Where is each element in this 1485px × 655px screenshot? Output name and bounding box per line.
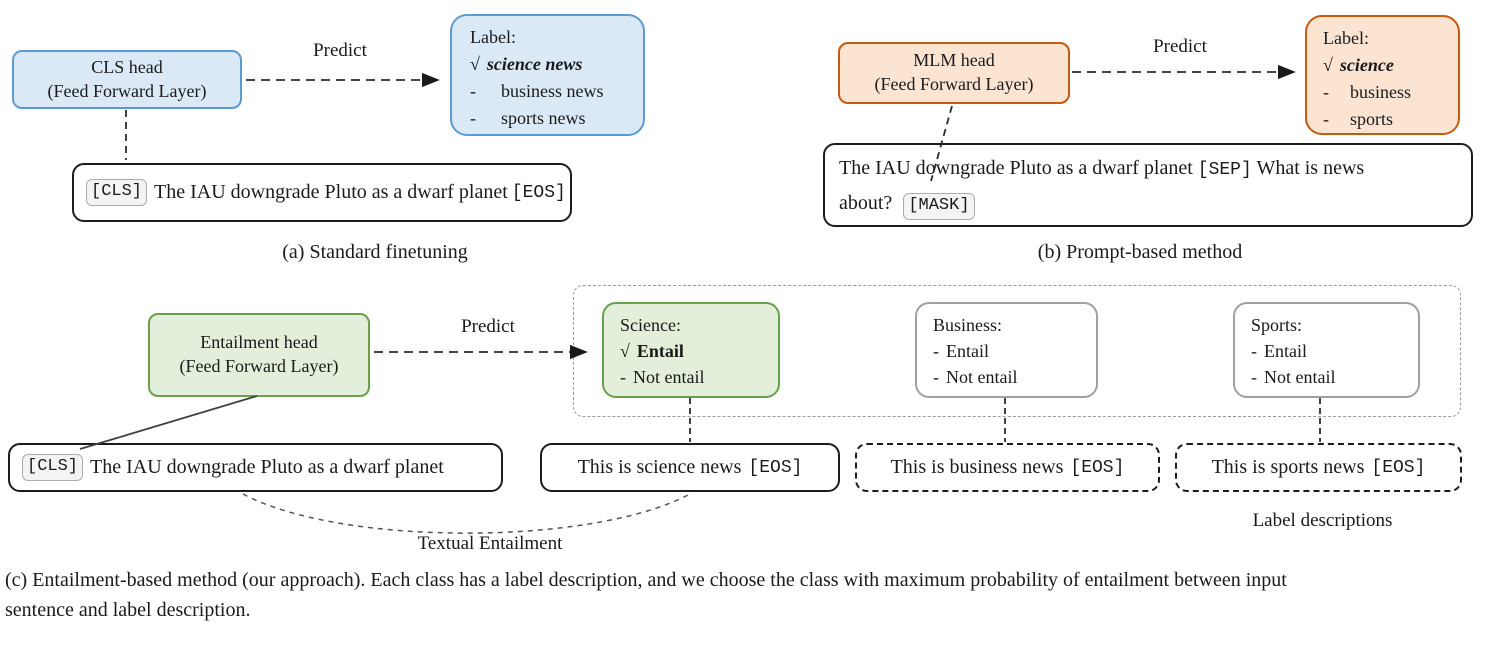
c-science-check-mark: √ — [620, 341, 630, 361]
c-textual-entailment-label: Textual Entailment — [417, 533, 563, 554]
c-business-class-box: Business: -Entail -Not entail — [915, 302, 1098, 398]
c-figure-caption-line2: sentence and label description. — [5, 599, 251, 621]
a-check-mark: √ — [470, 54, 480, 74]
c-sports-description-box: This is sports news [EOS] — [1175, 443, 1462, 492]
c-science-description-text: This is science news — [577, 456, 742, 478]
b-option-1-text: business — [1350, 82, 1412, 102]
c-business-description-text: This is business news — [890, 456, 1064, 478]
c-entailment-head-subtitle: (Feed Forward Layer) — [179, 356, 339, 376]
c-business-title: Business: — [933, 315, 1003, 335]
c-sports-option-1-text: Entail — [1264, 341, 1307, 361]
a-cls-token-chip: [CLS] — [86, 179, 148, 206]
c-predict-label: Predict — [461, 316, 515, 337]
b-label-selected: √ science — [1323, 52, 1454, 79]
b-label-option-2: - sports — [1323, 106, 1454, 133]
c-entailment-head-title: Entailment head — [200, 332, 318, 353]
c-sports-option-2-bullet: - — [1251, 367, 1257, 387]
b-mask-token-chip: [MASK] — [903, 193, 975, 220]
c-science-option-1-bullet: - — [620, 367, 626, 387]
c-figure-caption: (c) Entailment-based method (our approac… — [5, 565, 1475, 625]
c-science-selected-text: Entail — [636, 341, 684, 361]
b-label-option-1: - business — [1323, 79, 1454, 106]
b-option-1-bullet: - — [1323, 82, 1329, 102]
c-entailment-head-box: Entailment head (Feed Forward Layer) — [148, 313, 370, 397]
c-head-cls-connector — [79, 395, 258, 450]
c-business-eos-token: [EOS] — [1070, 457, 1125, 478]
a-label-box: Label: √ science news - business news - spo… — [450, 14, 645, 136]
c-science-class-box: Science: √ Entail -Not entail — [602, 302, 780, 398]
b-input-box: The IAU downgrade Pluto as a dwarf plane… — [823, 143, 1473, 227]
c-science-description-box: This is science news [EOS] — [540, 443, 840, 492]
a-cls-head-title: CLS head — [91, 56, 163, 77]
b-mlm-head-title: MLM head — [913, 50, 995, 71]
c-sports-option-2-text: Not entail — [1264, 367, 1336, 387]
c-science-option-1-text: Not entail — [633, 367, 705, 387]
c-label-descriptions-label: Label descriptions — [1252, 510, 1393, 531]
c-business-description-box: This is business news [EOS] — [855, 443, 1160, 492]
b-caption: (b) Prompt-based method — [1037, 241, 1243, 263]
a-eos-token: [EOS] — [511, 182, 566, 203]
c-sports-class-box: Sports: -Entail -Not entail — [1233, 302, 1420, 398]
a-input-sentence: The IAU downgrade Pluto as a dwarf plane… — [154, 181, 508, 203]
a-option-1-text: business news — [501, 81, 604, 101]
c-sports-option-2: -Not entail — [1251, 364, 1414, 390]
b-mlm-head-box: MLM head (Feed Forward Layer) — [838, 42, 1070, 104]
b-option-2-bullet: - — [1323, 109, 1329, 129]
a-cls-head-subtitle: (Feed Forward Layer) — [47, 80, 207, 101]
a-selected-text: science news — [486, 54, 583, 74]
c-sports-option-1: -Entail — [1251, 338, 1414, 364]
b-option-2-text: sports — [1350, 109, 1394, 129]
a-cls-head-box: CLS head (Feed Forward Layer) — [12, 50, 242, 109]
c-cls-token-chip: [CLS] — [22, 454, 84, 481]
c-textual-entailment-arc — [242, 493, 689, 534]
b-mlm-head-subtitle: (Feed Forward Layer) — [874, 74, 1034, 94]
a-label-title: Label: — [470, 27, 516, 47]
c-business-option-2-text: Not entail — [946, 367, 1018, 387]
a-caption: (a) Standard finetuning — [282, 241, 468, 263]
c-sports-option-1-bullet: - — [1251, 341, 1257, 361]
b-predict-label: Predict — [1153, 36, 1207, 57]
c-business-option-1: -Entail — [933, 338, 1092, 364]
b-check-mark: √ — [1323, 55, 1333, 75]
a-label-option-2: - sports news — [470, 105, 639, 132]
c-science-option-1: -Not entail — [620, 364, 774, 390]
c-science-eos-token: [EOS] — [748, 457, 803, 478]
c-sports-eos-token: [EOS] — [1371, 457, 1426, 478]
c-business-option-1-text: Entail — [946, 341, 989, 361]
c-input-box: [CLS] The IAU downgrade Pluto as a dwarf… — [8, 443, 503, 492]
a-input-box: [CLS] The IAU downgrade Pluto as a dwarf… — [72, 163, 572, 222]
c-input-sentence: The IAU downgrade Pluto as a dwarf plane… — [90, 456, 444, 478]
b-selected-text: science — [1339, 55, 1394, 75]
c-business-option-2: -Not entail — [933, 364, 1092, 390]
b-label-box: Label: √ science - business - sports — [1305, 15, 1460, 135]
b-label-title: Label: — [1323, 28, 1369, 48]
a-option-2-text: sports news — [501, 108, 586, 128]
c-sports-description-text: This is sports news — [1211, 456, 1365, 478]
a-option-1-bullet: - — [470, 81, 476, 101]
c-figure-caption-line1: (c) Entailment-based method (our approac… — [5, 569, 1287, 591]
a-predict-label: Predict — [313, 40, 367, 61]
b-prompt-line2: about? — [839, 192, 893, 214]
a-option-2-bullet: - — [470, 108, 476, 128]
c-business-option-1-bullet: - — [933, 341, 939, 361]
c-business-option-2-bullet: - — [933, 367, 939, 387]
c-science-selected: √ Entail — [620, 338, 774, 364]
a-label-selected: √ science news — [470, 51, 639, 78]
b-sep-token: [SEP] — [1197, 160, 1252, 180]
c-sports-title: Sports: — [1251, 315, 1303, 335]
a-label-option-1: - business news — [470, 78, 639, 105]
b-input-sentence: The IAU downgrade Pluto as a dwarf plane… — [839, 157, 1193, 179]
c-science-title: Science: — [620, 315, 681, 335]
b-prompt-line1: What is news — [1256, 157, 1365, 179]
